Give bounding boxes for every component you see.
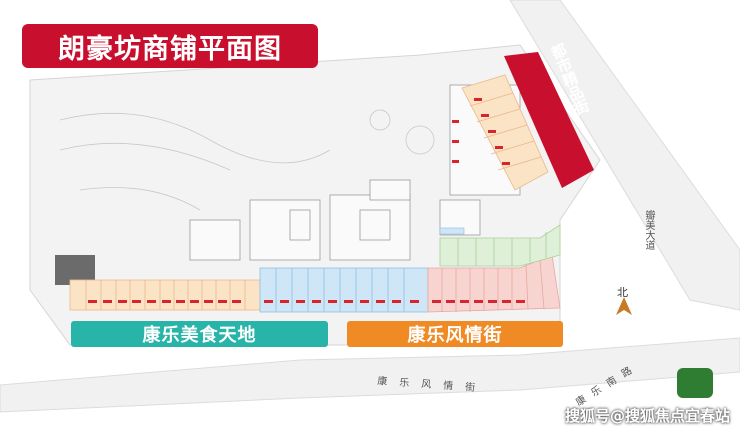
page-title: 朗豪坊商铺平面图: [58, 33, 282, 65]
watermark: 搜狐号@搜狐焦点宜春站: [564, 407, 730, 425]
food-zone-label: 康乐美食天地: [71, 321, 328, 347]
garden-paths: [59, 109, 435, 211]
shops-pink: [427, 254, 561, 313]
style-street-text: 康乐风情街: [407, 325, 503, 346]
brand-logo-icon: [677, 368, 713, 398]
shops-boutique: [461, 74, 549, 191]
food-zone-text: 康乐美食天地: [142, 325, 257, 346]
shops-green: [439, 224, 561, 267]
north-arrow-icon: [616, 297, 632, 315]
north-label: 北: [617, 286, 628, 299]
shops-orange: [69, 279, 261, 311]
title-banner: 朗豪坊商铺平面图: [22, 24, 318, 68]
road-right-text: 瓣美大道: [643, 210, 654, 250]
shops-blue: [259, 267, 429, 313]
tower-outlines: [189, 84, 521, 261]
boutique-street-banner: [504, 52, 594, 188]
road-right: [509, 0, 740, 311]
style-street-label: 康乐风情街: [347, 321, 563, 347]
unit-tags: [88, 98, 525, 303]
road-right-label: 瓣美大道: [643, 210, 658, 250]
parking-entrance: [55, 255, 95, 285]
road-bottom: [0, 337, 740, 413]
